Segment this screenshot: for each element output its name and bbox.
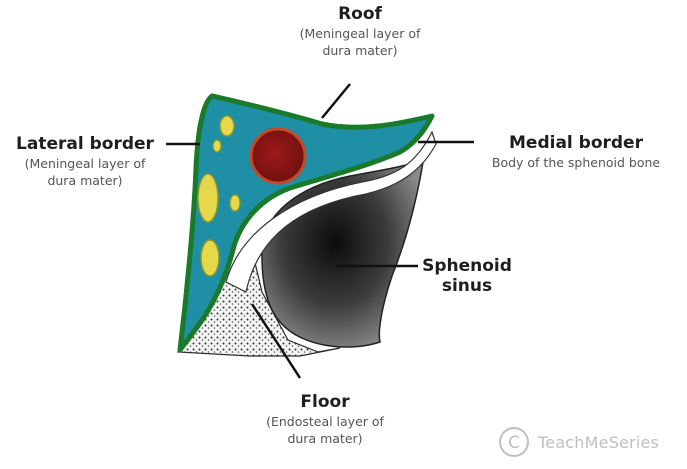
roof-subtitle-line2: dura mater) (260, 42, 460, 59)
oculomotor-nerve (220, 116, 234, 136)
floor-label: Floor (Endosteal layer of dura mater) (225, 392, 425, 447)
trochlear-nerve (213, 140, 221, 152)
lateral-border-label: Lateral border (Meningeal layer of dura … (0, 134, 170, 189)
roof-subtitle-line1: (Meningeal layer of (260, 25, 460, 42)
maxillary-nerve (201, 240, 219, 276)
roof-leader-line (322, 84, 350, 118)
copyright-circle-icon: C (496, 425, 536, 459)
roof-title: Roof (260, 4, 460, 25)
floor-subtitle-line2: dura mater) (225, 430, 425, 447)
abducens-nerve (230, 195, 240, 211)
roof-label: Roof (Meningeal layer of dura mater) (260, 4, 460, 59)
sphenoid-sinus-label: Sphenoid sinus (412, 256, 522, 296)
watermark-text: TeachMeSeries (538, 433, 659, 452)
teachmeseries-watermark: C TeachMeSeries (496, 425, 686, 459)
medial-border-subtitle: Body of the sphenoid bone (470, 154, 682, 171)
ophthalmic-nerve (198, 174, 218, 222)
floor-title: Floor (225, 392, 425, 413)
sphenoid-sinus-title-line1: Sphenoid (412, 256, 522, 276)
medial-border-label: Medial border Body of the sphenoid bone (470, 133, 682, 171)
medial-border-title: Medial border (470, 133, 682, 154)
internal-carotid-artery (251, 129, 305, 183)
lateral-border-subtitle-line1: (Meningeal layer of (0, 155, 170, 172)
copyright-mark: C (508, 433, 520, 453)
lateral-border-title: Lateral border (0, 134, 170, 155)
lateral-border-subtitle-line2: dura mater) (0, 172, 170, 189)
floor-subtitle-line1: (Endosteal layer of (225, 413, 425, 430)
sphenoid-sinus-title-line2: sinus (412, 276, 522, 296)
